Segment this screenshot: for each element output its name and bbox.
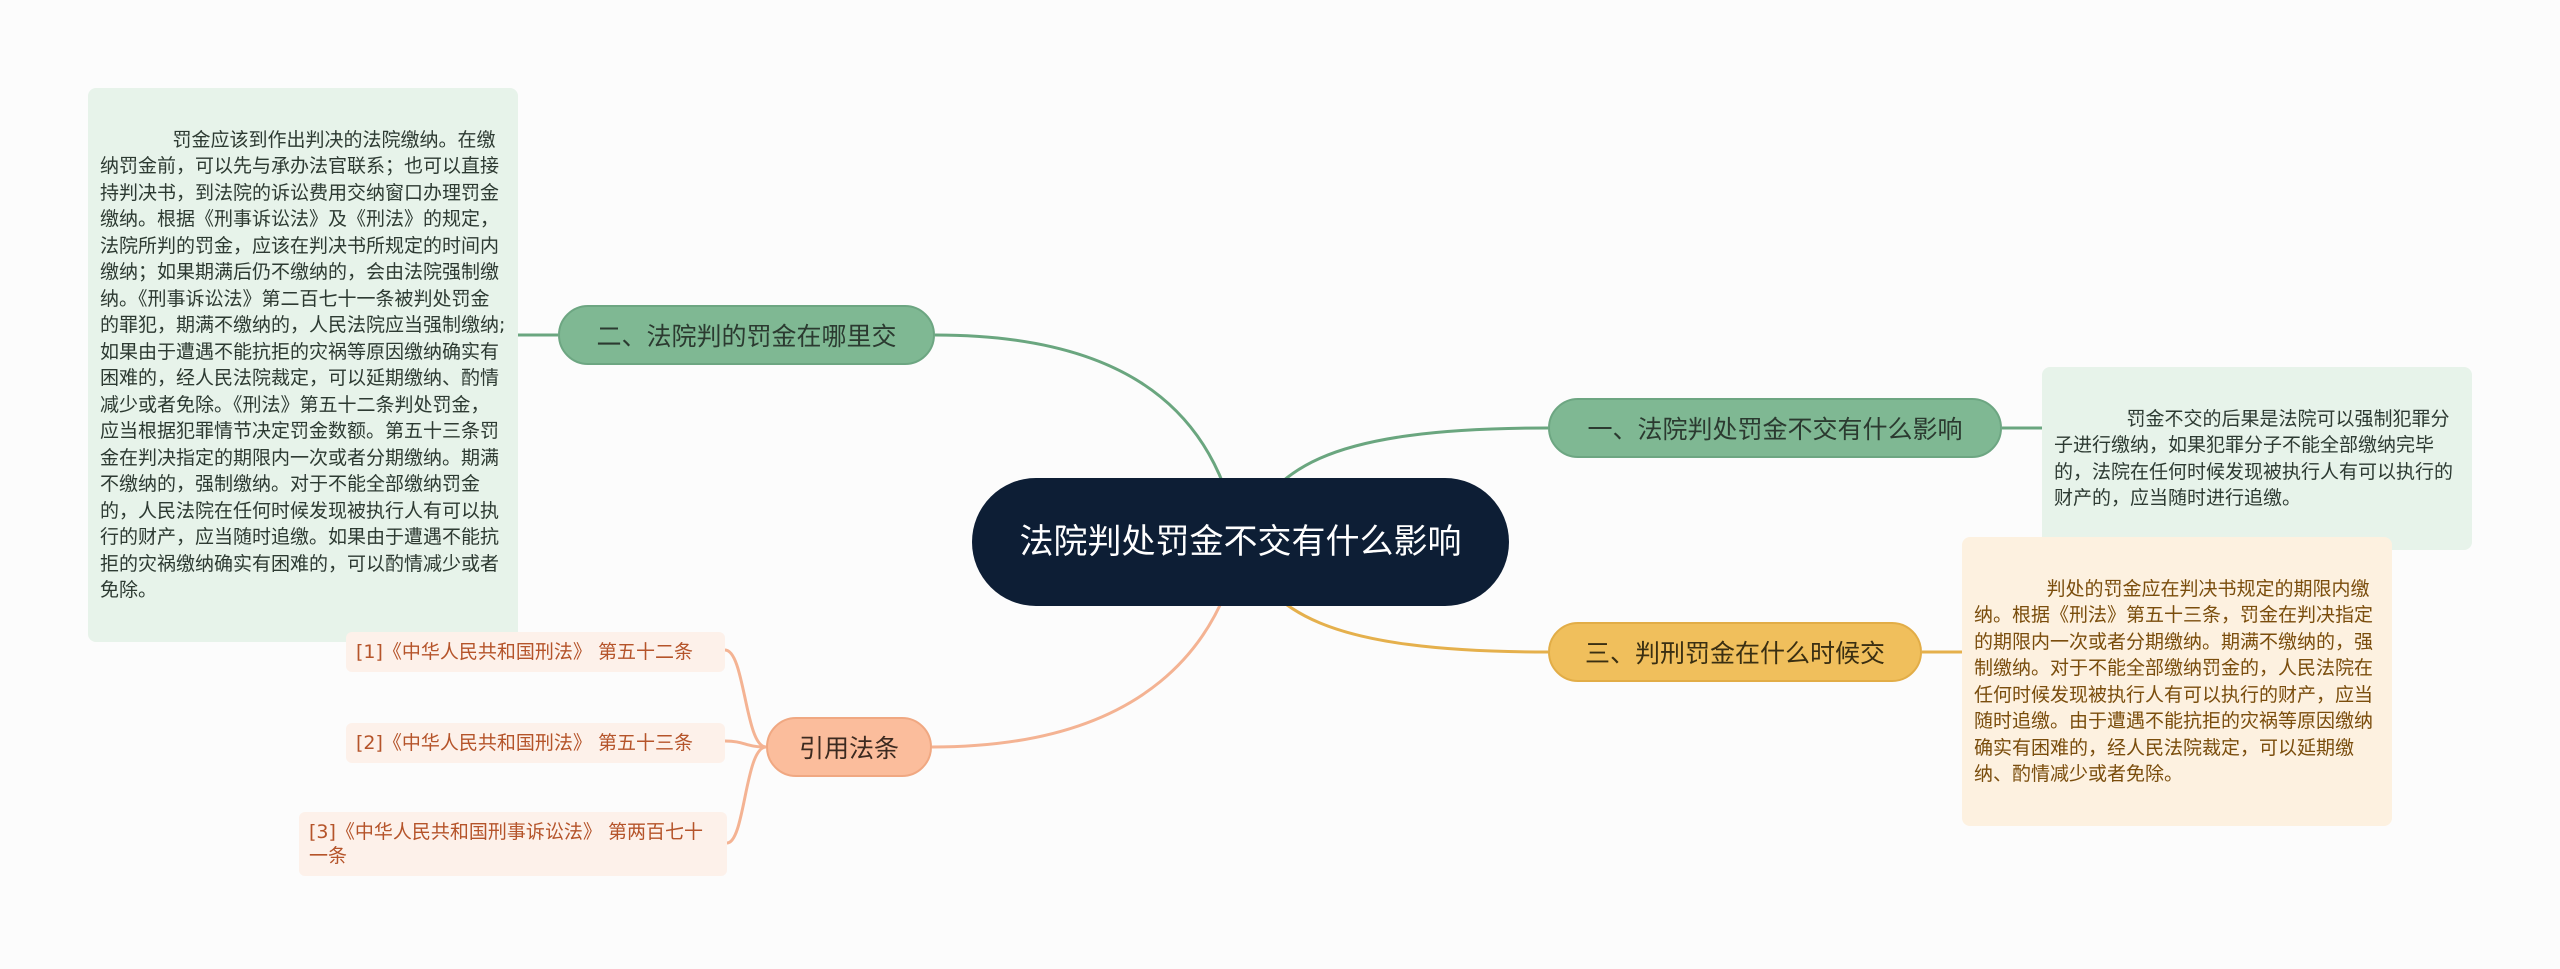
branch-3-note-text: 判处的罚金应在判决书规定的期限内缴纳。根据《刑法》第五十三条，罚金在判决指定的期…	[1974, 577, 2374, 786]
branch-1-title: 一、法院判处罚金不交有什么影响	[1587, 415, 1963, 444]
references-title: 引用法条	[798, 734, 899, 763]
branch-2-note: 罚金应该到作出判决的法院缴纳。在缴纳罚金前，可以先与承办法官联系；也可以直接持判…	[88, 88, 518, 642]
branch-topic-1[interactable]: 一、法院判处罚金不交有什么影响	[1548, 398, 2002, 458]
reference-1-text: [1]《中华人民共和国刑法》 第五十二条	[356, 641, 693, 663]
root-topic[interactable]: 法院判处罚金不交有什么影响	[972, 478, 1509, 606]
branch-topic-3[interactable]: 三、判刑罚金在什么时候交	[1548, 622, 1922, 682]
branch-2-title: 二、法院判的罚金在哪里交	[596, 322, 897, 351]
branch-2-note-text: 罚金应该到作出判决的法院缴纳。在缴纳罚金前，可以先与承办法官联系；也可以直接持判…	[100, 128, 506, 602]
reference-item-2[interactable]: [2]《中华人民共和国刑法》 第五十三条	[346, 723, 725, 763]
branch-3-title: 三、判刑罚金在什么时候交	[1584, 639, 1885, 668]
branch-topic-2[interactable]: 二、法院判的罚金在哪里交	[558, 305, 935, 365]
root-title: 法院判处罚金不交有什么影响	[1019, 522, 1462, 562]
link-branch-4-to-ref-2	[724, 739, 767, 749]
link-branch-4-to-ref-3	[726, 745, 767, 845]
reference-item-1[interactable]: [1]《中华人民共和国刑法》 第五十二条	[346, 632, 725, 672]
link-branch-4-to-ref-1	[724, 648, 767, 749]
reference-item-3[interactable]: [3]《中华人民共和国刑事诉讼法》 第两百七十一条	[299, 812, 727, 876]
branch-1-note: 罚金不交的后果是法院可以强制犯罪分子进行缴纳，如果犯罪分子不能全部缴纳完毕的，法…	[2042, 367, 2472, 550]
branch-3-note: 判处的罚金应在判决书规定的期限内缴纳。根据《刑法》第五十三条，罚金在判决指定的期…	[1962, 537, 2392, 826]
branch-1-note-text: 罚金不交的后果是法院可以强制犯罪分子进行缴纳，如果犯罪分子不能全部缴纳完毕的，法…	[2054, 407, 2454, 510]
reference-3-text: [3]《中华人民共和国刑事诉讼法》 第两百七十一条	[309, 821, 703, 867]
reference-2-text: [2]《中华人民共和国刑法》 第五十三条	[356, 732, 693, 754]
branch-topic-references[interactable]: 引用法条	[766, 717, 932, 777]
